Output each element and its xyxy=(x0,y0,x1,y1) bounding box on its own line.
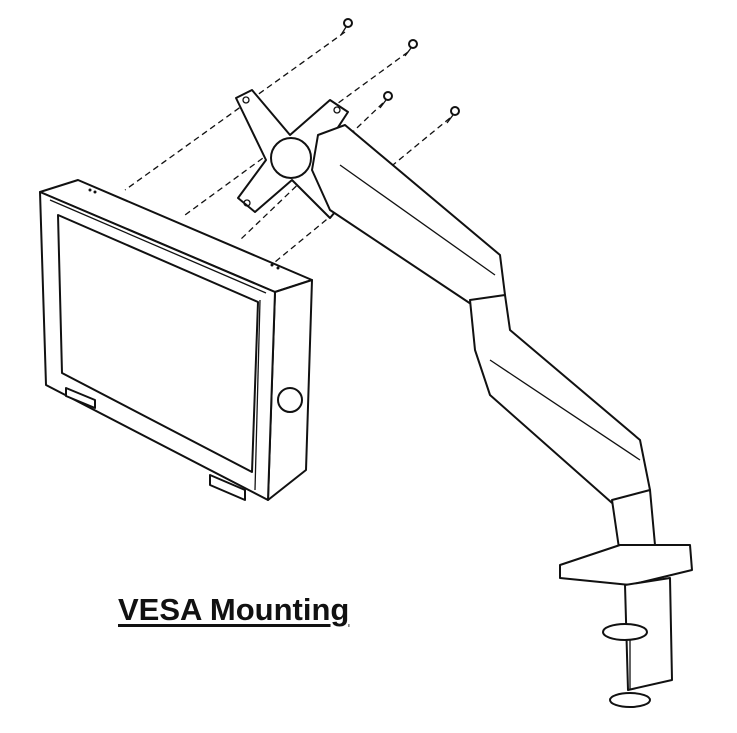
screw-icon xyxy=(404,39,418,57)
monitor-arm xyxy=(311,124,693,708)
screw-icon xyxy=(379,91,393,109)
page-title: VESA Mounting xyxy=(118,592,350,627)
screws xyxy=(340,18,460,124)
screw-icon xyxy=(340,18,353,36)
monitor xyxy=(39,179,313,501)
screw-icon xyxy=(446,106,460,124)
